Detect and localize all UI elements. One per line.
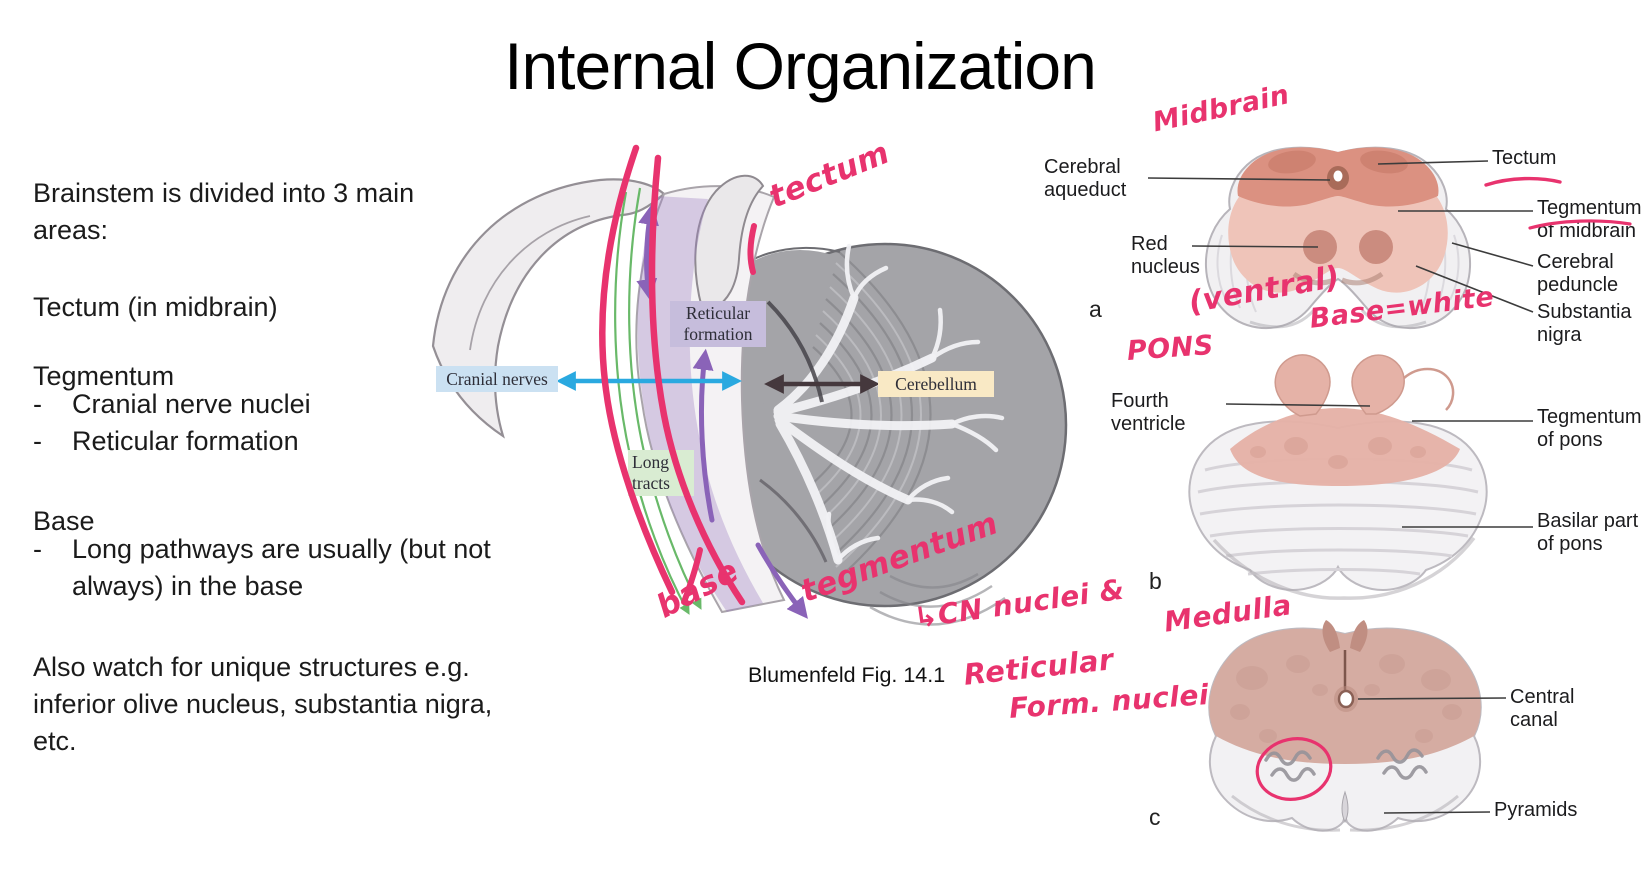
label-tegmentum-of-pons: Tegmentum of pons bbox=[1537, 406, 1642, 451]
figure-caption: Blumenfeld Fig. 14.1 bbox=[748, 663, 946, 687]
note-text: Also watch for unique structures e.g. in… bbox=[33, 652, 493, 756]
label-basilar-part-of-pons: Basilar part of pons bbox=[1537, 510, 1639, 555]
leader-lines bbox=[1147, 160, 1534, 814]
list-item: - Reticular formation bbox=[33, 423, 493, 460]
medulla-section-drawing bbox=[1208, 620, 1482, 832]
label-cerebral-peduncle: Cerebral peduncle bbox=[1537, 251, 1619, 296]
reticular-formation-label: Reticular formation bbox=[670, 301, 766, 347]
bullet-dash: - bbox=[33, 534, 42, 564]
pons-section-drawing bbox=[1188, 354, 1488, 600]
panel-letter-c: c bbox=[1149, 804, 1161, 830]
list-item: - Long pathways are usually (but not alw… bbox=[33, 531, 511, 605]
panel-letter-a: a bbox=[1089, 296, 1102, 322]
page-title: Internal Organization bbox=[504, 29, 1097, 103]
cranial-nerves-label: Cranial nerves bbox=[436, 366, 558, 392]
bullet-dash: - bbox=[33, 426, 42, 456]
tectum-heading: Tectum (in midbrain) bbox=[33, 292, 278, 322]
cerebellum-label: Cerebellum bbox=[878, 371, 994, 397]
label-central-canal: Central canal bbox=[1510, 686, 1575, 731]
bullet-dash: - bbox=[33, 389, 42, 419]
midbrain-section-drawing bbox=[1204, 146, 1472, 330]
label-cerebral-aqueduct: Cerebral aqueduct bbox=[1044, 156, 1127, 201]
list-item: - Cranial nerve nuclei bbox=[33, 386, 493, 423]
panel-letter-b: b bbox=[1149, 568, 1162, 594]
label-substantia-nigra: Substantia nigra bbox=[1537, 301, 1632, 346]
label-pyramids: Pyramids bbox=[1494, 799, 1578, 821]
tegmentum-heading: Tegmentum bbox=[33, 361, 175, 391]
bullet-text: Long pathways are usually (but not alway… bbox=[72, 534, 491, 601]
intro-text: Brainstem is divided into 3 main areas: bbox=[33, 178, 415, 245]
label-tectum: Tectum bbox=[1492, 147, 1557, 169]
label-tegmentum-of-midbrain: Tegmentum of midbrain bbox=[1537, 197, 1642, 242]
base-heading: Base bbox=[33, 506, 95, 536]
sagittal-brainstem-drawing bbox=[431, 174, 1068, 626]
bullet-text: Reticular formation bbox=[72, 426, 299, 456]
ink-pons: PONS bbox=[1126, 329, 1215, 367]
long-tracts-label: Long tracts bbox=[628, 450, 694, 496]
bullet-text: Cranial nerve nuclei bbox=[72, 389, 311, 419]
label-fourth-ventricle: Fourth ventricle bbox=[1111, 390, 1186, 435]
label-red-nucleus: Red nucleus bbox=[1131, 233, 1200, 278]
